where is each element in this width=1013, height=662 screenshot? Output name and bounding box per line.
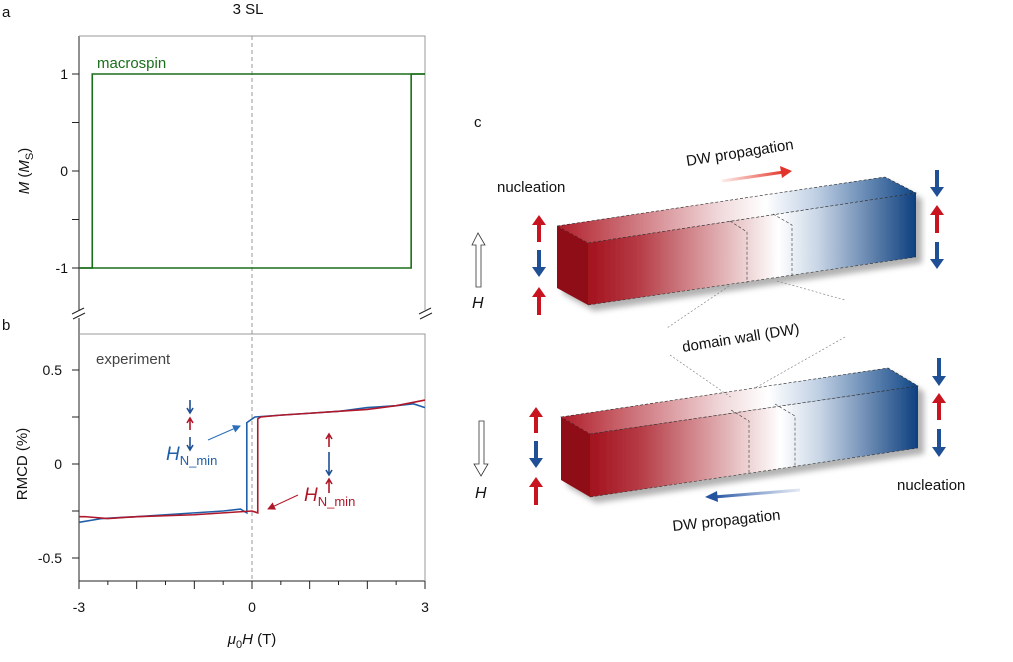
bottom-bar <box>560 367 919 497</box>
down-arrow-icon <box>186 400 194 415</box>
spin-up-arrow-icon <box>532 215 546 225</box>
spin-down-arrow-icon <box>932 447 946 457</box>
panel-label-a: a <box>2 4 11 21</box>
spin-down-arrow-icon <box>532 267 546 277</box>
y-axis-label-a: M (MS) <box>16 148 36 195</box>
spin-down-arrow-icon <box>930 259 944 269</box>
frame <box>79 333 426 581</box>
bottom-propagation-label: DW propagation <box>672 507 782 535</box>
field-down-arrow-icon <box>473 420 489 477</box>
bottom-field-label: H <box>475 485 487 502</box>
up-arrow-icon <box>186 416 194 430</box>
y-tick-label: 0.5 <box>43 362 63 378</box>
spin-up-arrow-icon <box>930 205 944 215</box>
axis-break-marks <box>71 307 433 320</box>
spin-arrows <box>930 170 944 269</box>
hn-min-blue-label: HN_min <box>166 444 217 468</box>
hn-min-red-label: HN_min <box>304 485 355 509</box>
macrospin-label: macrospin <box>97 55 166 72</box>
chart-title: 3 SL <box>233 1 264 18</box>
spin-up-arrow-icon <box>932 393 946 403</box>
panel-label-c: c <box>474 114 482 131</box>
top-nucleation-label: nucleation <box>497 179 565 196</box>
top-bar <box>556 176 917 305</box>
panel-label-b: b <box>2 317 10 334</box>
spin-down-arrow-icon <box>529 458 543 468</box>
top-field-label: H <box>472 295 484 312</box>
spin-up-arrow-icon <box>529 407 543 417</box>
series-macrospin-return <box>79 73 425 269</box>
left-arrow-icon <box>705 491 718 502</box>
spin-down-arrow-icon <box>930 187 944 197</box>
pointer-arrow <box>267 494 299 510</box>
down-arrow-icon <box>186 437 194 452</box>
spin-arrows <box>932 358 946 457</box>
y-tick-label: -1 <box>56 260 69 276</box>
top-propagation-label: DW propagation <box>685 136 795 170</box>
x-tick-label: 3 <box>421 599 429 615</box>
spin-down-arrow-icon <box>932 376 946 386</box>
spin-arrows <box>529 407 543 505</box>
x-axis-label: μ0H (T) <box>227 631 277 651</box>
x-tick-label: 0 <box>248 599 256 615</box>
up-arrow-icon <box>325 432 333 447</box>
y-axis-label-b: RMCD (%) <box>14 428 31 501</box>
frame <box>79 35 426 310</box>
experiment-label: experiment <box>96 351 171 368</box>
spin-up-arrow-icon <box>529 477 543 487</box>
y-tick-label: 0 <box>54 456 62 472</box>
spin-arrows <box>532 215 546 315</box>
down-arrow-icon <box>325 452 333 477</box>
panel-b-chart: 0.5 0 -0.5 -3 0 3 experiment RMCD (%) μ0H (T)… <box>14 318 429 651</box>
field-up-arrow-icon <box>471 232 486 288</box>
y-tick-label: -0.5 <box>38 550 62 566</box>
hn-min-red-annotation: HN_min <box>267 432 355 510</box>
bottom-bar-edges <box>589 385 919 498</box>
y-tick-label: 1 <box>60 66 68 82</box>
pointer-arrow <box>207 425 241 441</box>
bottom-nucleation-label: nucleation <box>897 477 965 494</box>
y-tick-label: 0 <box>60 163 68 179</box>
spin-up-arrow-icon <box>532 287 546 297</box>
x-tick-label: -3 <box>73 599 86 615</box>
series-sweep-down <box>79 399 426 520</box>
hn-min-blue-annotation: HN_min <box>166 400 241 468</box>
panel-c-diagram: domain wall (DW) DW propagation nucleati… <box>471 136 965 535</box>
domain-wall-callout-lines <box>666 280 846 399</box>
top-bar-edges <box>587 192 917 306</box>
up-arrow-icon <box>325 477 333 493</box>
right-arrow-icon <box>780 166 792 178</box>
panel-a-chart: 3 SL 1 0 -1 macrospin M (MS) <box>16 1 433 581</box>
domain-wall-label: domain wall (DW) <box>681 321 801 356</box>
